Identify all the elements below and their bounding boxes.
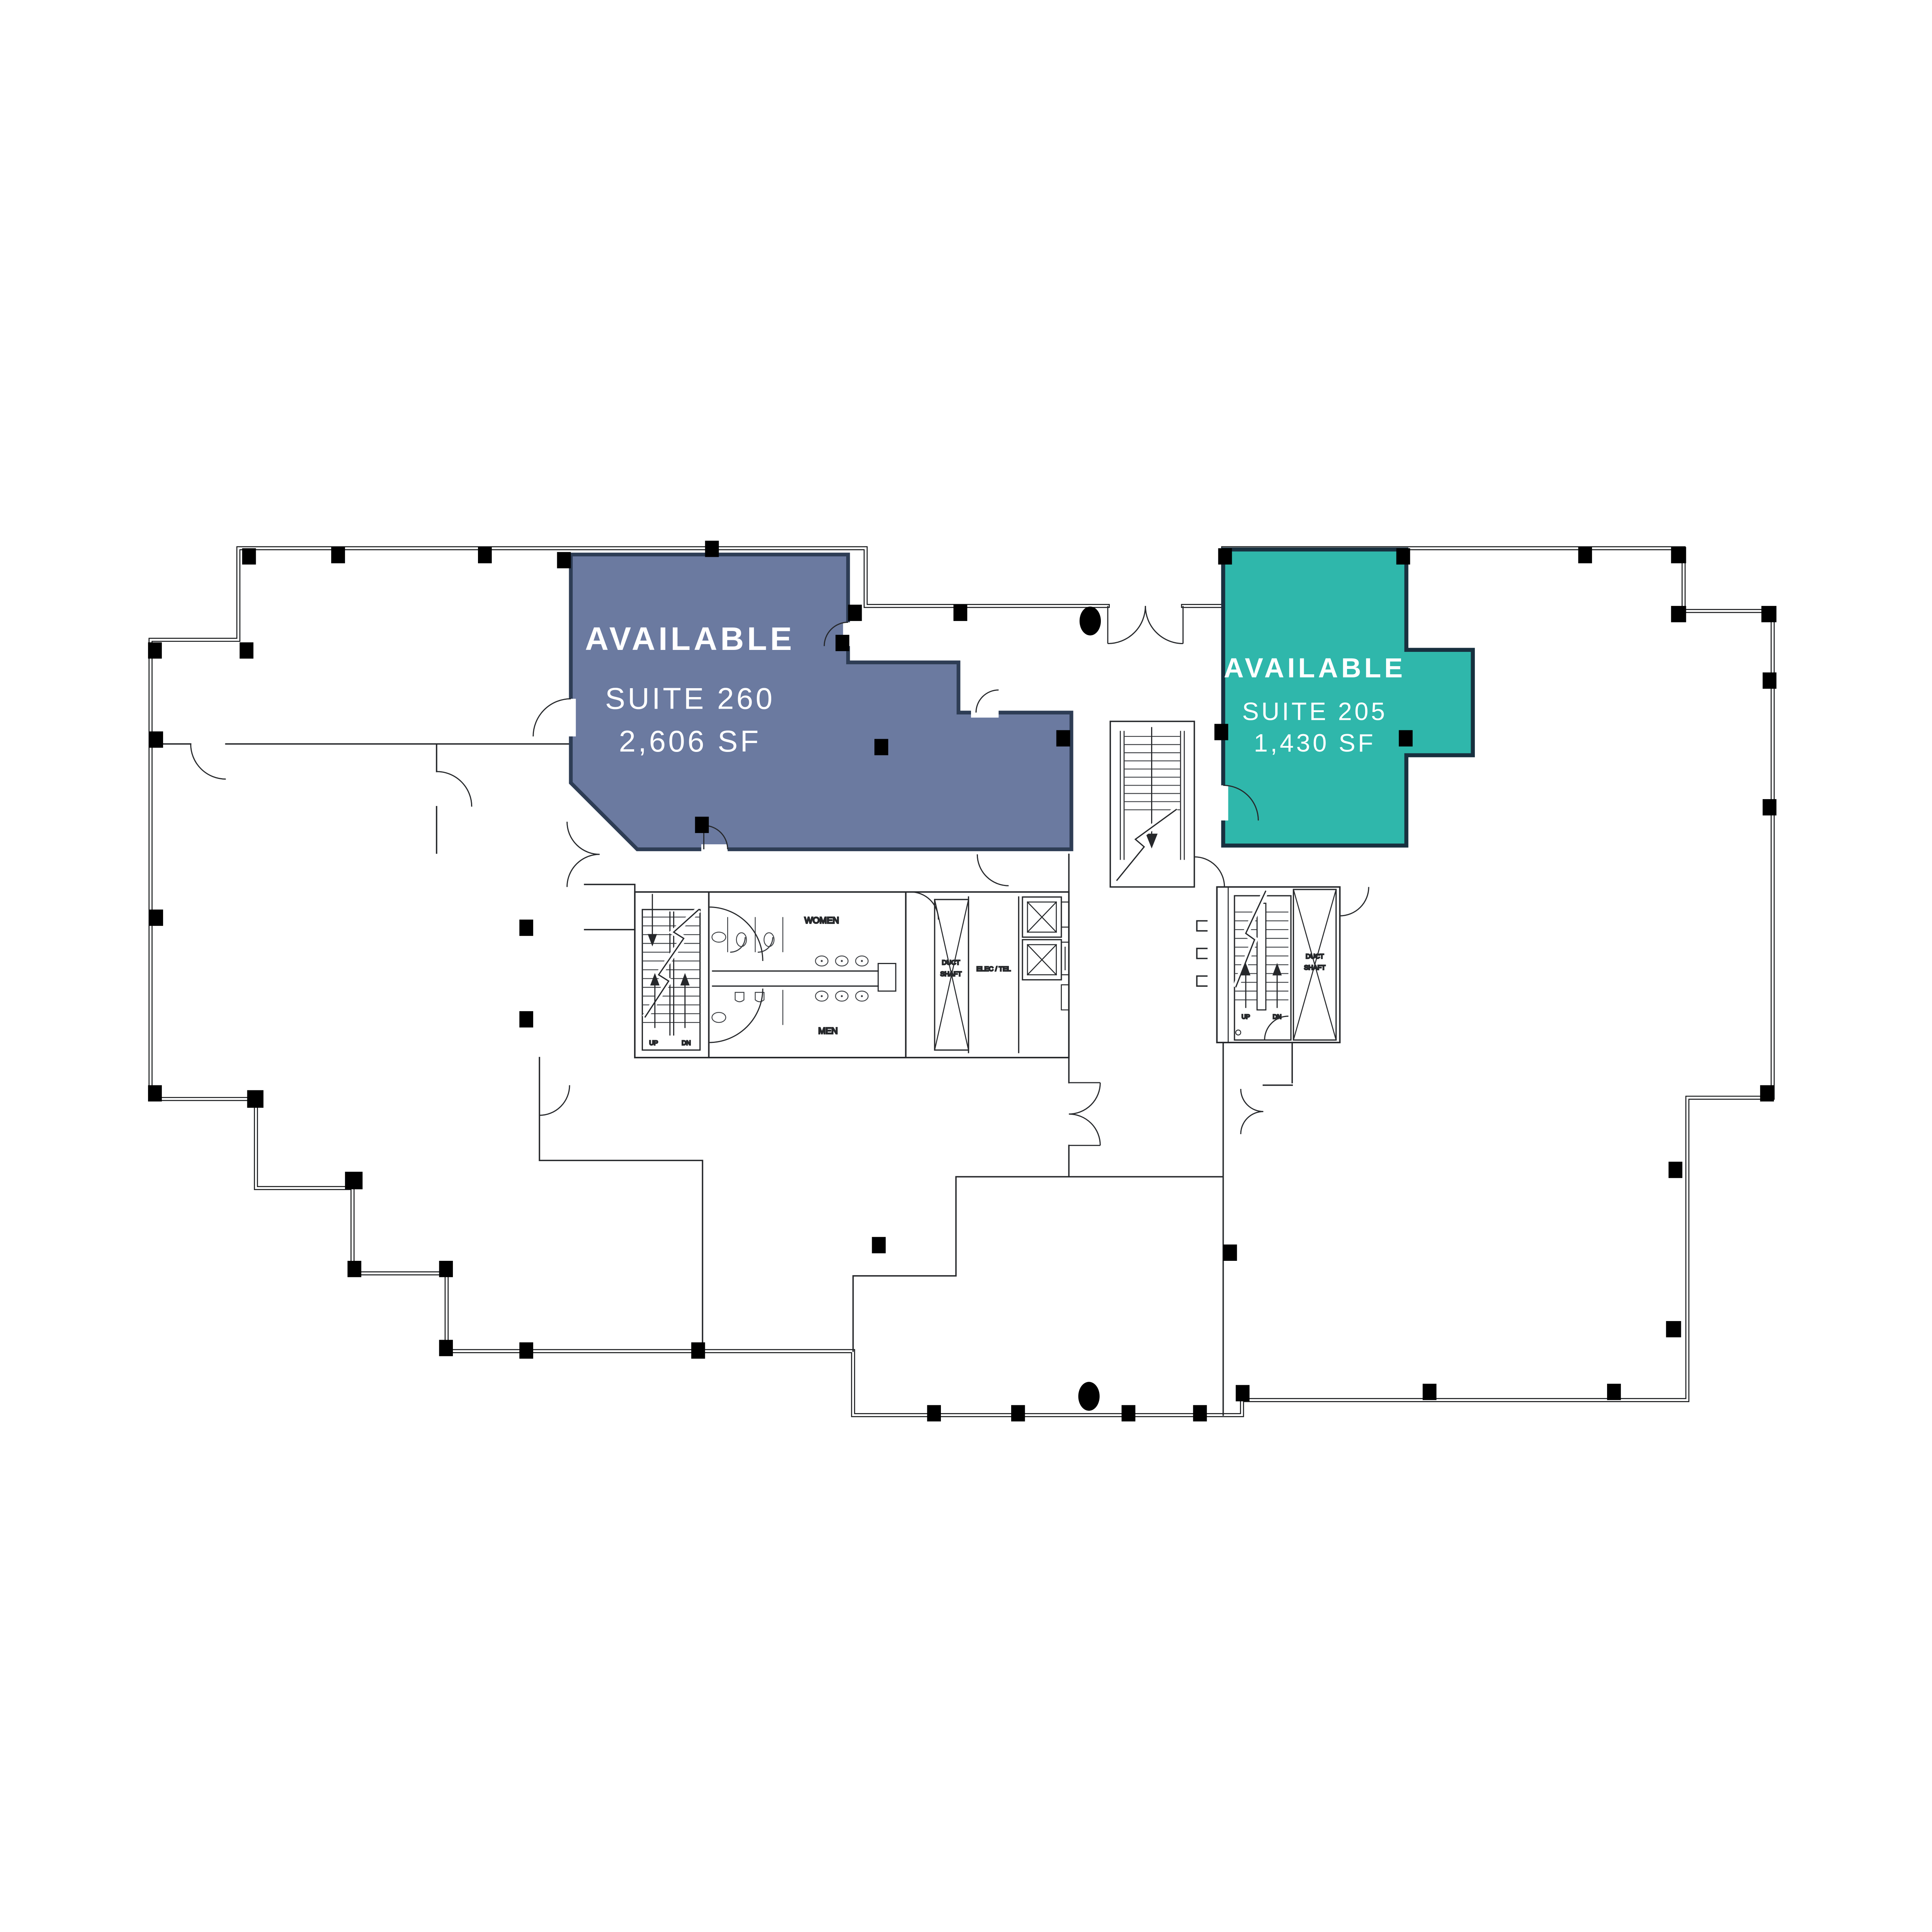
suite-205-region: [1221, 547, 1475, 848]
structural-columns: [148, 541, 1777, 1422]
right-stair-dn-label: DN: [1273, 1014, 1282, 1020]
suite-260-notch-door-arc: [975, 689, 999, 713]
suite-260-right-door-arc: [823, 621, 848, 646]
suite-260-left-door-arc: [532, 698, 571, 736]
womens-entry-door-arc: [709, 906, 764, 961]
suite-205-area-label: 1,430 SF: [1254, 729, 1376, 757]
right-stair-rail: [1256, 903, 1267, 1011]
suite-260-left-door-opening: [566, 699, 576, 736]
elevator-door-recesses: [1061, 901, 1070, 1010]
suite-260-name-label: SUITE 260: [605, 681, 775, 715]
suite-260-area-label: 2,606 SF: [619, 724, 761, 758]
bottom-left-room-door-arc: [539, 1085, 570, 1116]
center-duct-shaft-hatch: [934, 899, 969, 1051]
mens-restroom-label: MEN: [818, 1026, 838, 1036]
left-stair-dn-arrowhead: [680, 973, 690, 986]
right-core: UP DN DUCT SHAFT: [1216, 886, 1341, 1043]
suite-260-bottom-door-opening: [701, 844, 728, 855]
left-stairwell: UP DN: [641, 894, 701, 1051]
center-duct-shaft: DUCT SHAFT: [934, 899, 969, 1051]
right-core-outline: [1216, 886, 1341, 1043]
left-stair-break-line: [644, 909, 699, 1018]
right-stair-break-line: [1235, 890, 1267, 988]
restrooms: WOMEN MEN: [708, 891, 907, 1058]
central-stairwell-outline: [1109, 721, 1195, 888]
elec-tel-room-walls: [968, 896, 1019, 1053]
lower-corridor-double-door: [1069, 1082, 1101, 1146]
exterior-wall-outline: [148, 546, 1775, 1417]
suite-260-corner-double-door: [566, 821, 600, 887]
suite-260-availability-label: AVAILABLE: [585, 621, 795, 657]
suite-205-availability-label: AVAILABLE: [1224, 653, 1406, 684]
left-partition-door-arc: [436, 771, 473, 807]
restroom-corridor-door-arc: [911, 891, 939, 920]
interior-partition-walls: [150, 743, 1293, 1416]
suite-205-door-arc: [1223, 785, 1259, 821]
central-stair-rails: [1120, 731, 1185, 860]
elec-tel-room: ELEC / TEL: [968, 896, 1019, 1053]
restroom-fixtures: [711, 917, 869, 1025]
corridor-double-door-right-leaf: [1145, 606, 1184, 645]
elevator-cab-1-hatch: [1027, 901, 1057, 933]
right-duct-shaft-label-line2: SHAFT: [1304, 964, 1325, 971]
right-stair-door-arc: [1264, 1015, 1289, 1040]
round-column-bottom: [1078, 1382, 1100, 1411]
left-room-door-arc: [190, 744, 226, 780]
restroom-chase-box: [878, 963, 896, 992]
right-stair-up-arrowhead: [1241, 963, 1251, 976]
center-duct-shaft-label-line1: DUCT: [942, 959, 960, 966]
womens-restroom-label: WOMEN: [804, 915, 839, 925]
central-stair-break-line: [1116, 808, 1177, 881]
right-duct-shaft: DUCT SHAFT: [1293, 889, 1337, 1041]
suite-205: AVAILABLE SUITE 205 1,430 SF: [1218, 547, 1475, 848]
column-markers: [148, 541, 1777, 1422]
mens-entry-door-arc: [709, 988, 764, 1043]
left-stair-dn-label: DN: [682, 1040, 690, 1047]
restroom-plumbing-wall: [712, 970, 879, 987]
corridor-door-below-suite-260: [976, 854, 1009, 886]
suite-205-left-door-opening: [1218, 785, 1228, 821]
exterior-wall-inner-face: [150, 547, 1774, 1416]
round-column-top: [1079, 606, 1101, 636]
right-stair-dn-arrowhead: [1272, 963, 1282, 976]
right-duct-shaft-label-line1: DUCT: [1306, 953, 1324, 960]
interior-walls: [150, 743, 1293, 1416]
restroom-block-outline: [708, 891, 907, 1058]
elevator-cab-2-inner: [1027, 944, 1057, 976]
door-swing-arcs: [190, 606, 1369, 1146]
right-core-top-door-arc: [1340, 887, 1369, 917]
corridor-double-door-left-leaf: [1107, 606, 1146, 645]
exterior-walls: [148, 546, 1775, 1417]
left-stair-entry-arrowhead: [648, 934, 657, 947]
elevator-cab-2-hatch: [1027, 944, 1057, 976]
left-stairwell-outline: [641, 909, 701, 1051]
central-stair-treads: [1124, 736, 1181, 810]
elevator-cab-1-inner: [1027, 901, 1057, 933]
central-stair-door-arc: [1194, 856, 1225, 887]
left-stair-up-arrowhead: [650, 973, 660, 986]
right-duct-shaft-hatch: [1293, 889, 1337, 1041]
central-stairwell: [1109, 721, 1225, 888]
center-duct-shaft-label-line2: SHAFT: [940, 970, 961, 978]
right-stairwell: UP DN: [1233, 889, 1292, 1041]
elevator-bank: [1022, 896, 1070, 1010]
elec-tel-label: ELEC / TEL: [976, 965, 1011, 973]
room-door-below-suite-205: [1240, 1089, 1264, 1134]
right-duct-shaft-outline: [1293, 889, 1337, 1041]
suite-205-name-label: SUITE 205: [1242, 697, 1388, 726]
left-stair-up-label: UP: [649, 1040, 658, 1047]
suite-260: AVAILABLE SUITE 260 2,606 SF: [532, 553, 1073, 855]
right-stair-detail-circle: [1235, 1029, 1242, 1036]
center-core: UP DN WOMEN MEN: [634, 891, 1070, 1058]
right-stair-up-label: UP: [1242, 1014, 1250, 1020]
suite-260-notch-door-opening: [971, 707, 999, 718]
central-stair-down-arrowhead: [1146, 833, 1158, 849]
